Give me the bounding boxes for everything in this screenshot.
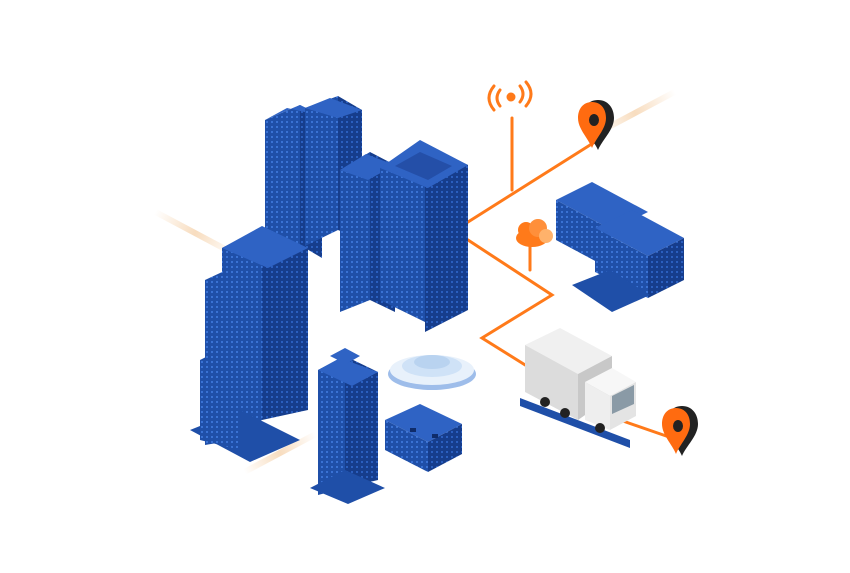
antenna-icon [487, 80, 533, 112]
building-tower-f [310, 348, 385, 504]
wireless-hub-icon [388, 355, 476, 390]
light-streaks [153, 89, 677, 475]
building-low-block [385, 404, 462, 472]
delivery-truck-icon [520, 328, 636, 448]
building-right-complex [556, 182, 684, 312]
buildings [190, 96, 684, 504]
building-tower-e [190, 226, 308, 462]
cloud-icon [516, 219, 553, 247]
map-pin-top-icon [578, 100, 614, 150]
building-tower-d [380, 140, 468, 332]
network-route [466, 116, 674, 440]
map-pin-bottom-icon [662, 406, 698, 456]
